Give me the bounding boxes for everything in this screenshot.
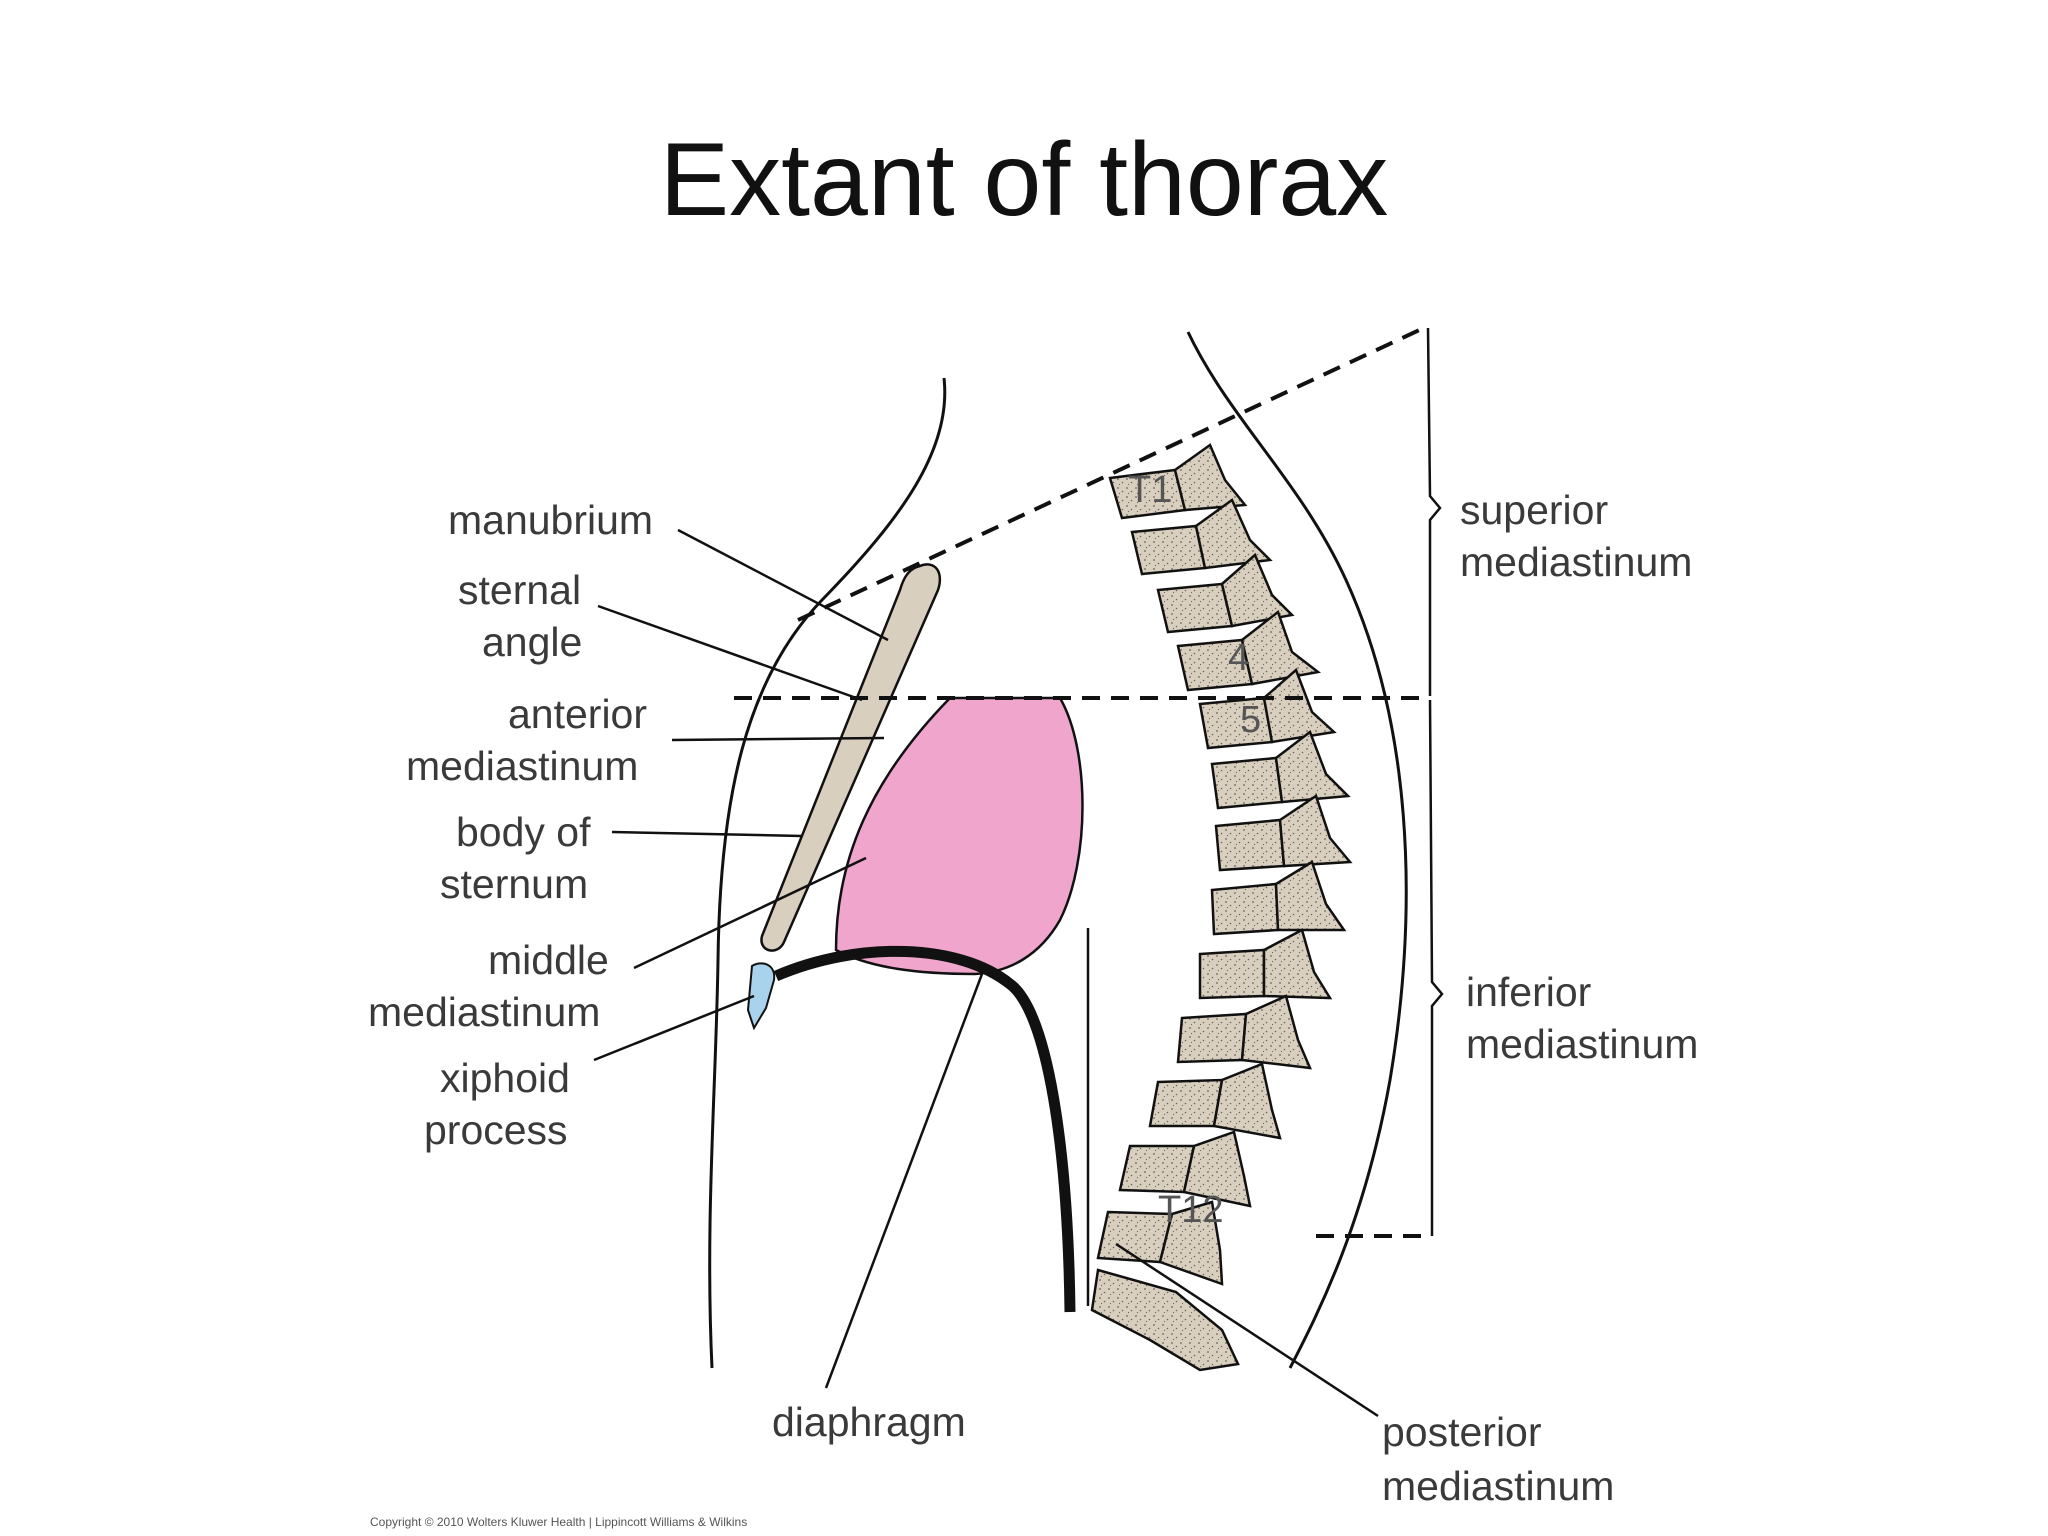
label-posterior-mediastinum-line2: mediastinum xyxy=(1382,1463,1614,1509)
anterior-body-outline xyxy=(708,377,947,1369)
slide-title: Extant of thorax xyxy=(659,122,1389,238)
vertebra-label-t12: T12 xyxy=(1158,1189,1223,1231)
label-anterior-mediastinum-line1: anterior xyxy=(508,691,647,737)
vertebra-label-5: 5 xyxy=(1240,699,1261,741)
vertebra-label-4: 4 xyxy=(1228,637,1249,679)
label-sternal-angle-line2: angle xyxy=(482,619,582,665)
vertebra-label-t1: T1 xyxy=(1128,469,1172,511)
inferior-mediastinum-brace xyxy=(1428,699,1444,1236)
label-xiphoid-process-line2: process xyxy=(424,1107,568,1153)
diaphragm xyxy=(773,945,1076,1313)
label-middle-mediastinum-line1: middle xyxy=(488,937,609,983)
xiphoid-process xyxy=(746,962,776,1031)
label-xiphoid-process-line1: xiphoid xyxy=(440,1055,570,1101)
label-inferior-mediastinum-line2: mediastinum xyxy=(1466,1021,1698,1067)
label-anterior-mediastinum-line2: mediastinum xyxy=(406,743,638,789)
label-superior-mediastinum-line2: mediastinum xyxy=(1460,539,1692,585)
label-body-of-sternum-line1: body of xyxy=(456,809,591,855)
superior-boundary-dashed xyxy=(797,324,1429,622)
sternum xyxy=(760,563,942,952)
label-middle-mediastinum-line2: mediastinum xyxy=(368,989,600,1035)
label-body-of-sternum-line2: sternum xyxy=(440,861,588,907)
label-superior-mediastinum-line1: superior xyxy=(1460,487,1608,533)
label-diaphragm: diaphragm xyxy=(772,1399,966,1445)
copyright-text: Copyright © 2010 Wolters Kluwer Health |… xyxy=(370,1515,747,1529)
label-inferior-mediastinum-line1: inferior xyxy=(1466,969,1591,1015)
middle-mediastinum-region xyxy=(834,696,1084,976)
leader-lines xyxy=(593,528,1379,1418)
label-sternal-angle-line1: sternal xyxy=(458,567,581,613)
label-posterior-mediastinum-line1: posterior xyxy=(1382,1409,1542,1455)
label-manubrium: manubrium xyxy=(448,497,653,543)
posterior-body-outline xyxy=(1186,331,1408,1369)
superior-mediastinum-brace xyxy=(1426,327,1442,696)
vertebral-column xyxy=(1090,443,1353,1372)
